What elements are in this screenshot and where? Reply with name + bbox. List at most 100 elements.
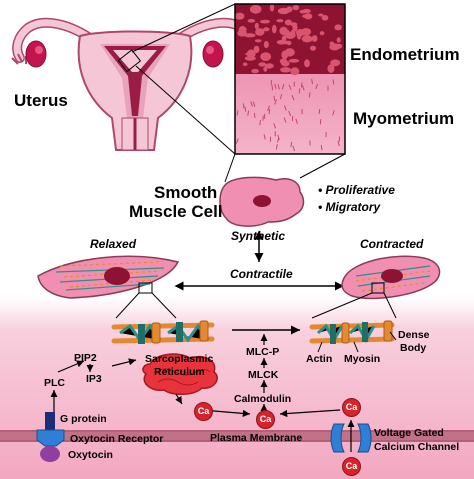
- endometrial-cell: [244, 33, 256, 38]
- myometrial-fiber: [277, 134, 280, 141]
- endometrial-cell: [301, 28, 312, 36]
- myometrial-fiber: [301, 85, 305, 91]
- endometrial-cell: [246, 49, 256, 59]
- contracted-cell: [311, 255, 441, 319]
- plasma-membrane-label: Plasma Membrane: [210, 432, 303, 444]
- myometrial-fiber: [320, 144, 323, 151]
- endometrial-cell: [302, 14, 312, 19]
- endometrial-cell: [265, 63, 274, 69]
- myometrial-fiber: [332, 110, 335, 116]
- calcium-ion: Ca: [342, 398, 361, 417]
- endometrial-cell: [252, 6, 258, 11]
- sr-label-2: Reticulum: [154, 366, 205, 378]
- g-protein: [45, 412, 55, 430]
- pip2-label: PIP2: [74, 352, 97, 364]
- cytoplasm-band: [0, 298, 474, 479]
- calmodulin-label: Calmodulin: [234, 393, 292, 405]
- endometrial-cell: [253, 45, 260, 54]
- endometrial-cell: [279, 40, 291, 45]
- endometrial-cell: [309, 45, 317, 51]
- myometrial-fiber: [268, 109, 271, 115]
- myometrial-fiber: [277, 84, 280, 90]
- endometrial-cell: [336, 37, 341, 43]
- plc-label: PLC: [44, 377, 65, 389]
- endometrial-cell: [279, 26, 288, 36]
- myometrial-fiber: [308, 92, 311, 98]
- endometrial-cell: [254, 22, 259, 30]
- myometrial-fiber: [332, 79, 335, 85]
- myometrial-fiber: [275, 144, 278, 150]
- endometrial-cell: [292, 5, 300, 11]
- endometrial-cell: [269, 4, 275, 12]
- endometrial-cell: [280, 67, 292, 73]
- migratory-label: • Migratory: [318, 200, 381, 214]
- relaxed-filaments: [111, 320, 215, 344]
- endometrial-cell: [254, 39, 262, 43]
- uterus-label: Uterus: [14, 91, 68, 110]
- myometrial-fiber: [235, 138, 239, 144]
- endometrium-label: Endometrium: [350, 45, 460, 64]
- myometrial-fiber: [298, 88, 301, 94]
- myometrial-fiber: [315, 83, 319, 90]
- myometrial-fiber: [236, 110, 239, 116]
- myometrial-fiber: [288, 110, 292, 117]
- myometrial-fiber: [244, 106, 247, 112]
- myometrial-fiber: [301, 82, 303, 88]
- actin-label: Actin: [306, 353, 333, 365]
- endometrial-cell: [311, 35, 318, 42]
- endometrial-cell: [260, 19, 270, 24]
- endometrial-cell: [258, 62, 267, 67]
- endometrial-cell: [284, 31, 296, 39]
- endometrial-cell: [301, 35, 313, 43]
- myometrial-fiber: [281, 84, 285, 90]
- voltage-gated-channel: [330, 423, 372, 453]
- endometrial-cell: [281, 60, 290, 67]
- endometrial-cell: [234, 12, 245, 20]
- endometrial-cell: [318, 13, 324, 17]
- oxytocin-molecule: [40, 446, 60, 462]
- endometrial-cell: [255, 28, 265, 36]
- synthetic-label: Synthetic: [231, 229, 286, 243]
- tissue-inset: [234, 3, 346, 155]
- relaxed-cell: [37, 255, 180, 319]
- contracted-filaments: [309, 320, 395, 344]
- endometrial-cell: [260, 52, 272, 61]
- vgcc-label-2: Calcium Channel: [374, 441, 460, 453]
- myometrial-fiber: [295, 118, 298, 124]
- myometrial-fiber: [242, 103, 245, 109]
- myometrial-fiber: [291, 95, 295, 101]
- endometrial-cell: [251, 68, 259, 74]
- endometrial-cell: [284, 19, 292, 26]
- myosin-label: Myosin: [344, 353, 381, 365]
- dense-body-label-1: Dense: [398, 329, 430, 341]
- myometrial-fiber: [263, 134, 266, 140]
- contracted-label: Contracted: [360, 237, 424, 251]
- myometrial-fiber: [284, 105, 287, 111]
- endometrial-cell: [299, 9, 307, 14]
- myometrial-fiber: [280, 94, 283, 100]
- endometrial-cell: [242, 62, 248, 66]
- dense-body-label-2: Body: [400, 342, 427, 354]
- uterus-illustration: [11, 3, 259, 155]
- endometrial-cell: [247, 19, 256, 23]
- g-protein-label: G protein: [60, 413, 107, 425]
- endometrial-cell: [263, 27, 270, 32]
- endometrial-cell: [327, 64, 335, 73]
- endometrial-cell: [330, 59, 341, 67]
- endometrial-cell: [321, 14, 329, 21]
- endometrial-cell: [277, 7, 290, 15]
- proliferative-label: • Proliferative: [318, 183, 395, 197]
- myometrial-fiber: [252, 101, 256, 107]
- myometrial-fiber: [292, 145, 296, 152]
- myometrial-fiber: [274, 83, 277, 90]
- oxytocin-label: Oxytocin: [68, 449, 113, 461]
- myometrial-fiber: [247, 110, 250, 116]
- myometrial-fiber: [288, 84, 292, 90]
- endometrial-cell: [238, 25, 247, 35]
- myometrial-fiber: [253, 112, 256, 118]
- mlcp-label: MLC-P: [246, 346, 280, 358]
- vgcc-label-1: Voltage Gated: [374, 427, 444, 439]
- myometrial-fiber: [267, 105, 270, 111]
